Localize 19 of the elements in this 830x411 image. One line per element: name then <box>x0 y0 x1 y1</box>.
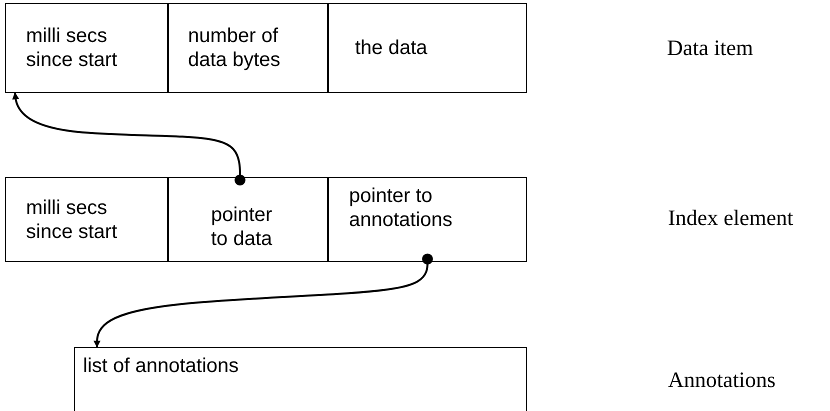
pointer-arrow <box>12 92 246 186</box>
record-field-box <box>168 177 328 262</box>
field-label: milli secs since start <box>26 196 118 244</box>
record-field-box <box>328 3 527 93</box>
pointer-arrow <box>94 254 433 348</box>
record-field-box <box>5 3 168 93</box>
row-caption: Data item <box>667 35 754 61</box>
record-field-box <box>328 177 527 262</box>
record-field-box <box>5 177 168 262</box>
field-label: pointer to data <box>211 202 274 250</box>
field-label: the data <box>355 36 428 60</box>
field-label: milli secs since start <box>26 24 118 72</box>
record-field-box <box>168 3 328 93</box>
field-label: pointer to annotations <box>349 184 454 232</box>
field-label: number of data bytes <box>188 24 282 72</box>
row-caption: Annotations <box>668 367 776 393</box>
field-label: list of annotations <box>83 354 239 378</box>
record-field-box <box>74 347 527 411</box>
row-caption: Index element <box>668 205 794 231</box>
